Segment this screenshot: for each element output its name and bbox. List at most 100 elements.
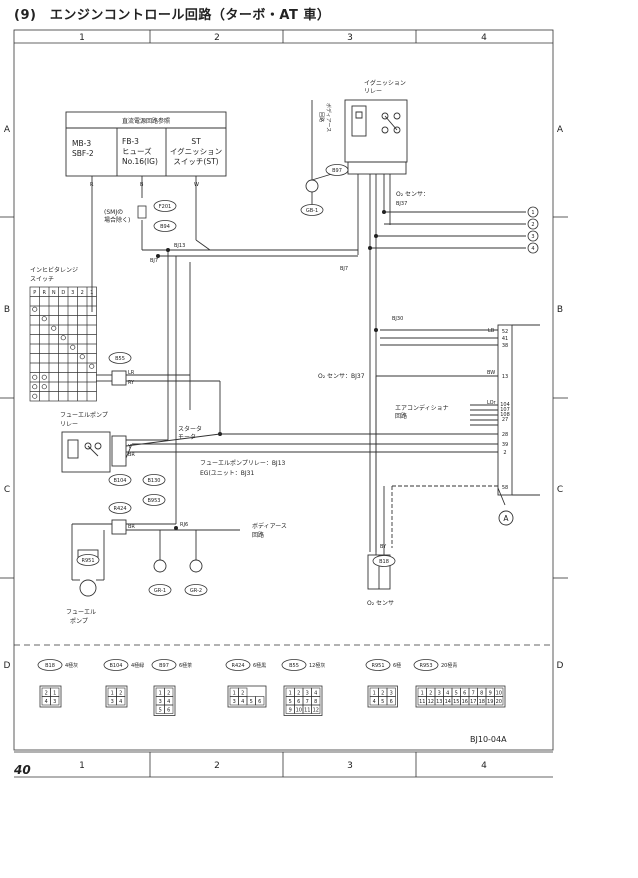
legend-tag-text: B97 [159,663,169,669]
drawing-code: BJ10-04A [470,735,507,744]
wire-color-label: LB [488,328,495,334]
connector-tag-text: F201 [159,204,171,210]
legend-desc: 4極灰 [65,662,78,669]
legend-pin: 2 [167,691,170,697]
legend-pin: 6 [258,699,261,705]
legend-connector-body [283,685,323,716]
legend-tag-text: B104 [110,663,123,669]
legend-pin: 1 [373,691,376,697]
connector-tag [184,584,208,596]
connector-tag [148,584,172,596]
legend-desc: 20極青 [441,662,457,669]
row-label: A [4,125,11,135]
inhibitor-header-cell: 2 [81,290,84,296]
legend-pin: 4 [241,699,244,705]
connector-tag-text: B18 [379,559,389,565]
legend-pin: 5 [455,691,458,697]
legend-pin: 4 [373,699,376,705]
legend-connector-body [105,685,128,708]
connector-tag [108,474,132,486]
legend-pin: 5 [381,699,384,705]
connector-tag-text: R424 [113,506,126,512]
ecu-pin-number: 39 [502,442,508,448]
reference-cell-1-line: MB-3 [72,139,91,148]
inhibitor-header-cell: 3 [71,290,74,296]
legend-pin: 1 [159,691,162,697]
legend-tag [103,659,129,671]
legend-desc: 6極 [393,662,401,669]
legend-pin: 6 [390,699,393,705]
wire-color-label: W [194,182,199,188]
wire-color-label: BR [128,524,135,530]
legend-pin: 9 [489,691,492,697]
connector-tag-text: B55 [115,356,125,362]
ecu-pin-number: 13 [502,374,508,380]
legend-pin: 17 [470,699,476,705]
legend-pin: 10 [496,691,502,697]
ecu-pin-number: 107 [500,407,510,413]
legend-pin: 2 [297,691,300,697]
connector-tag-text: B953 [148,498,161,504]
legend-pin: 11 [419,699,425,705]
fuel-pump-relay-label: リレー [60,421,78,428]
legend-pin: 3 [390,691,393,697]
junction-label: BJ13 [174,243,185,249]
inhibitor-header-cell: N [52,290,56,296]
wire-color-label: Y [127,444,132,450]
circle-ref-2 [527,218,539,230]
page-title: (9) エンジンコントロール回路（ターボ・AT 車） [14,8,331,23]
ecu-pin-number: 28 [502,432,508,438]
column-label: 2 [214,761,220,771]
connector-tag [108,502,132,514]
legend-pin: 3 [53,699,56,705]
connector-tag-text: B130 [148,478,161,484]
row-label: C [557,485,563,495]
legend-pin: 20 [496,699,502,705]
frame-border [13,29,554,751]
fuel-pump-label: フューエル [66,609,96,616]
circle-ref-text: 2 [531,222,534,228]
row-label: D [557,661,564,671]
connector-tag [142,474,166,486]
legend-pin: 2 [45,691,48,697]
o2-sensor-label: O₂ センサ： [396,191,429,198]
wire-color-label: RY [128,380,135,386]
connector-tag-text: B97 [332,168,342,174]
legend-tag [281,659,307,671]
inhibitor-header-cell: D [61,290,65,296]
legend-pin: 3 [233,699,236,705]
legend-pin: 1 [233,691,236,697]
legend-pin: 8 [314,699,317,705]
circle-ref-text: 4 [531,246,534,252]
legend-pin: 1 [421,691,424,697]
reference-cell-3-line: イグニッション [170,146,222,156]
inhibitor-header-cell: 1 [90,290,93,296]
inhibitor-grid [29,286,97,402]
legend-tag-text: R424 [231,663,244,669]
circle-ref-4 [527,242,539,254]
legend-tag [37,659,63,671]
column-label: 3 [347,761,353,771]
reference-cell-2-line: ヒューズ [122,146,152,156]
connector-tag-text: GB-1 [306,208,318,214]
ecu-pin-number: 41 [502,336,508,342]
legend-tag-text: B18 [45,663,55,669]
legend-pin: 4 [45,699,48,705]
legend-pin: 5 [289,699,292,705]
eg-unit-note: EG(ユニット：BJ31 [200,470,254,477]
legend-pin: 2 [241,691,244,697]
legend-pin: 6 [167,708,170,714]
row-label: B [4,305,10,315]
wire-color-label: BR [128,452,135,458]
legend-pin: 9 [289,708,292,714]
legend-desc: 4極緑 [131,662,144,669]
reference-box-heading: 直流電源回路参照 [122,117,170,125]
legend-tag [365,659,391,671]
row-label: A [557,125,564,135]
legend-pin: 2 [429,691,432,697]
legend-connector-body [39,685,62,708]
connector-tag [372,555,396,567]
legend-desc: 12極灰 [309,662,325,669]
